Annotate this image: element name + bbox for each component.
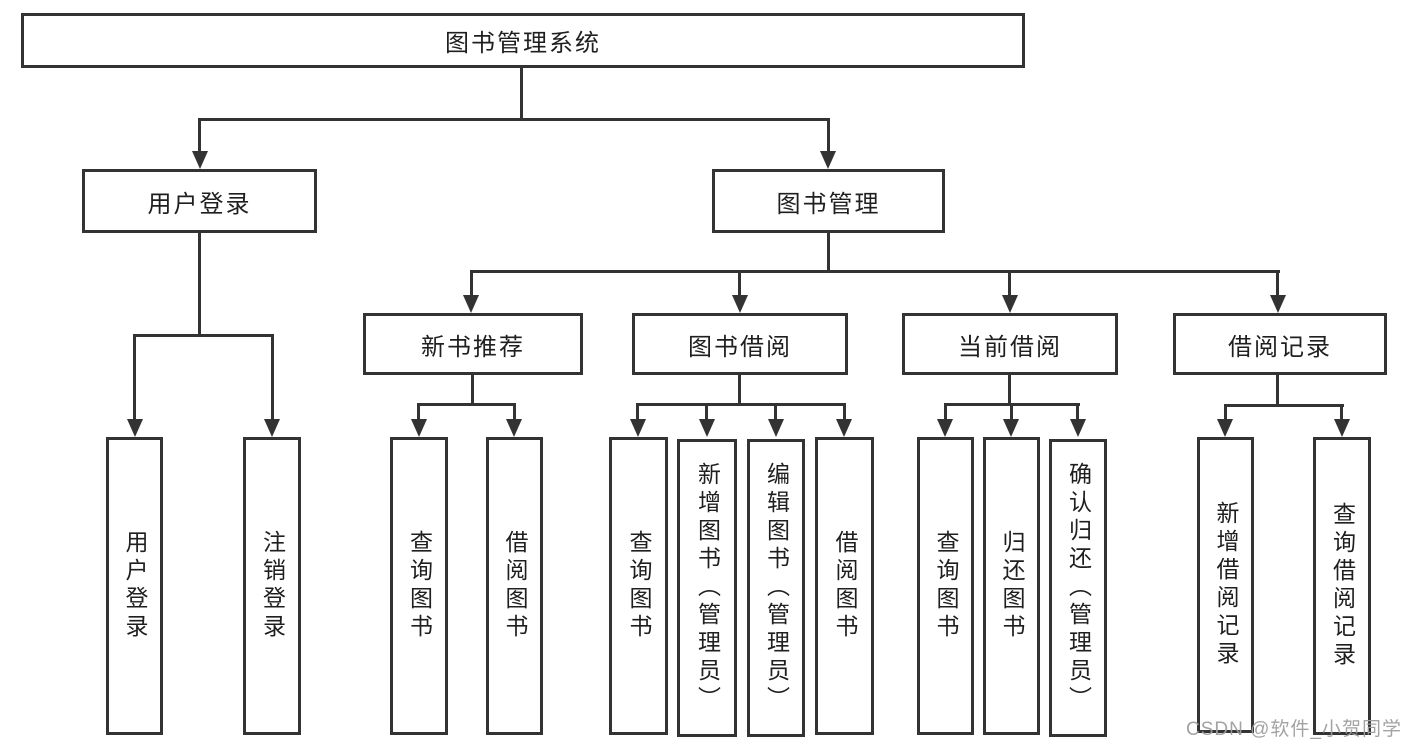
connector-arrowhead: [411, 419, 427, 437]
connector-arrowhead: [1270, 295, 1286, 313]
connector-vline: [271, 334, 274, 421]
connector-hline: [417, 403, 516, 406]
leaf-logout: 注销登录: [243, 437, 301, 735]
node-library-management-system: 图书管理系统: [21, 13, 1025, 68]
connector-arrowhead: [836, 419, 852, 437]
connector-arrowhead: [820, 151, 836, 169]
connector-vline: [1008, 270, 1011, 297]
connector-vline: [513, 403, 516, 421]
leaf-br-add-record: 新增借阅记录: [1197, 437, 1254, 733]
connector-vline: [417, 403, 420, 421]
connector-vline: [198, 118, 201, 155]
connector-vline: [470, 270, 473, 297]
connector-hline: [470, 270, 1280, 273]
node-new-book-recommendation: 新书推荐: [363, 313, 583, 375]
connector-hline: [1224, 404, 1344, 407]
node-user-login: 用户登录: [82, 169, 317, 233]
csdn-watermark: CSDN @软件_小贺同学: [1186, 719, 1402, 740]
connector-hline: [637, 403, 846, 406]
leaf-user-login: 用户登录: [106, 437, 163, 735]
leaf-br-query-record: 查询借阅记录: [1313, 437, 1371, 735]
leaf-cb-confirm-return-admin: 确认归还（管理员）: [1049, 439, 1107, 737]
connector-arrowhead: [192, 151, 208, 169]
leaf-bb-add-books-admin: 新增图书（管理员）: [677, 439, 737, 737]
connector-arrowhead: [630, 419, 646, 437]
connector-vline: [520, 68, 523, 120]
leaf-nbr-query-books: 查询图书: [390, 437, 448, 735]
connector-vline: [1008, 375, 1011, 406]
leaf-bb-query-books: 查询图书: [609, 437, 668, 735]
connector-vline: [738, 375, 741, 406]
connector-vline: [774, 403, 777, 421]
leaf-bb-borrow-books: 借阅图书: [815, 437, 874, 735]
connector-vline: [1224, 404, 1227, 421]
connector-hline: [198, 118, 830, 121]
connector-arrowhead: [732, 295, 748, 313]
connector-vline: [198, 233, 201, 337]
leaf-nbr-borrow-books: 借阅图书: [486, 437, 543, 735]
connector-arrowhead: [506, 419, 522, 437]
connector-hline: [133, 334, 274, 337]
connector-arrowhead: [1002, 295, 1018, 313]
node-book-management: 图书管理: [712, 169, 945, 233]
node-current-borrowing: 当前借阅: [902, 313, 1118, 375]
leaf-bb-edit-books-admin: 编辑图书（管理员）: [747, 439, 805, 737]
connector-arrowhead: [1217, 419, 1233, 437]
connector-vline: [944, 403, 947, 421]
connector-arrowhead: [699, 419, 715, 437]
connector-arrowhead: [127, 419, 143, 437]
node-book-borrowing: 图书借阅: [632, 313, 848, 375]
connector-vline: [738, 270, 741, 297]
connector-vline: [843, 403, 846, 421]
connector-vline: [827, 118, 830, 155]
connector-vline: [1340, 404, 1343, 421]
node-borrowing-records: 借阅记录: [1173, 313, 1387, 375]
connector-vline: [471, 375, 474, 406]
connector-arrowhead: [937, 419, 953, 437]
connector-vline: [133, 334, 136, 421]
connector-arrowhead: [1334, 419, 1350, 437]
connector-vline: [1276, 270, 1279, 297]
connector-vline: [1276, 375, 1279, 407]
leaf-cb-query-books: 查询图书: [917, 437, 974, 735]
connector-vline: [705, 403, 708, 421]
leaf-cb-return-books: 归还图书: [983, 437, 1040, 735]
connector-arrowhead: [1070, 419, 1086, 437]
connector-vline: [1076, 403, 1079, 421]
connector-vline: [827, 233, 830, 273]
connector-arrowhead: [463, 295, 479, 313]
connector-vline: [1010, 403, 1013, 421]
connector-arrowhead: [768, 419, 784, 437]
connector-arrowhead: [264, 419, 280, 437]
connector-vline: [636, 403, 639, 421]
connector-arrowhead: [1003, 419, 1019, 437]
